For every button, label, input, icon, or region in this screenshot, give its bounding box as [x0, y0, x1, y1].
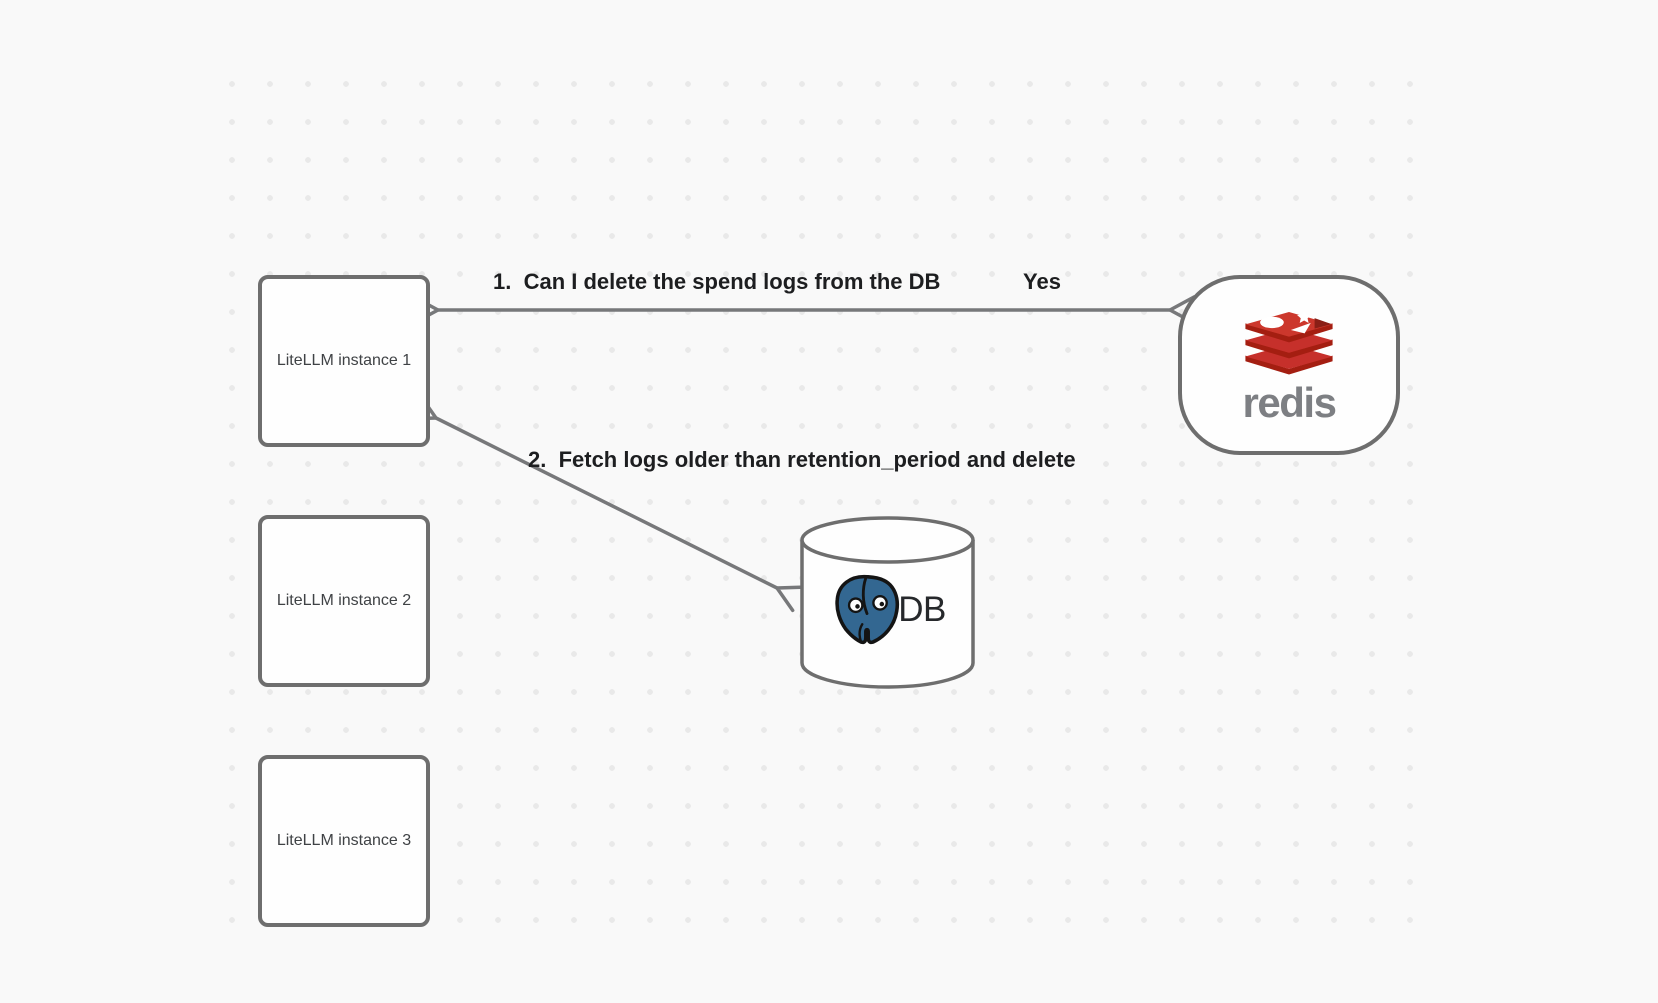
- edge1-label[interactable]: 1. Can I delete the spend logs from the …: [493, 269, 941, 294]
- node-litellm-instance-3[interactable]: LiteLLM instance 3: [258, 755, 430, 927]
- node-label: LiteLLM instance 3: [276, 832, 412, 849]
- db-label: DB: [898, 589, 946, 629]
- node-litellm-instance-1[interactable]: LiteLLM instance 1: [258, 275, 430, 447]
- postgresql-elephant-icon: [835, 574, 900, 644]
- node-label: LiteLLM instance 1: [276, 352, 412, 369]
- edge1-response-label[interactable]: Yes: [1023, 269, 1061, 294]
- node-litellm-instance-2[interactable]: LiteLLM instance 2: [258, 515, 430, 687]
- edge-instance1-to-db[interactable]: [406, 393, 807, 613]
- redis-wordmark: redis: [1242, 379, 1337, 426]
- node-redis[interactable]: redis: [1178, 275, 1400, 455]
- edge2-label[interactable]: 2. Fetch logs older than retention_perio…: [528, 447, 1076, 472]
- redis-logo-icon: [1245, 312, 1333, 375]
- node-label: LiteLLM instance 2: [276, 592, 412, 609]
- node-database[interactable]: DB: [800, 515, 975, 690]
